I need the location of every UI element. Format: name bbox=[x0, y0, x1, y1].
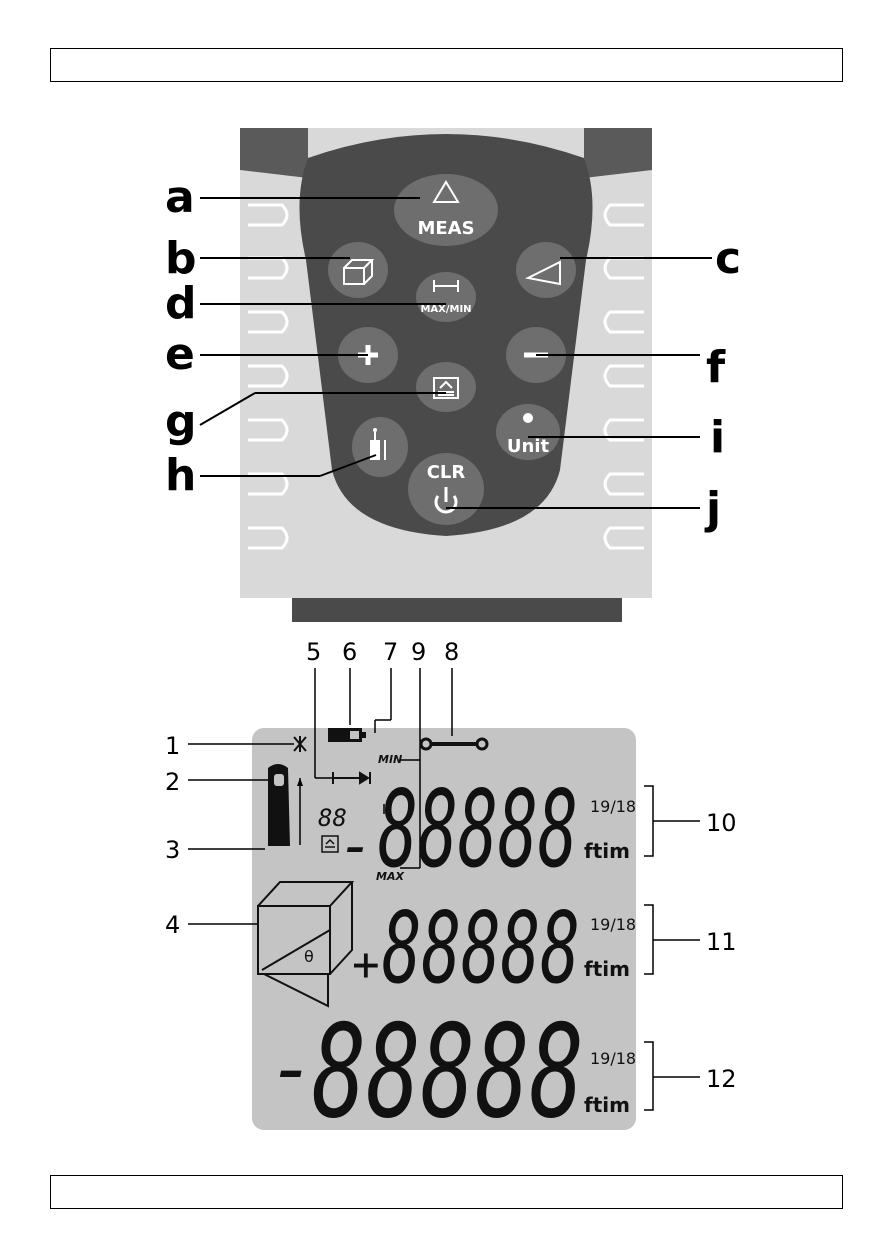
callout-12: 12 bbox=[706, 1065, 737, 1093]
callout-d: d bbox=[165, 278, 197, 329]
battery-icon bbox=[328, 728, 366, 742]
callout-5: 5 bbox=[306, 638, 321, 666]
row2-digits: 88888 bbox=[382, 892, 580, 1006]
callout-2: 2 bbox=[165, 768, 180, 796]
maxmin-label: MAX/MIN bbox=[420, 304, 471, 315]
callout-a: a bbox=[165, 172, 195, 223]
row1-sign: - bbox=[338, 811, 374, 881]
memory-button[interactable] bbox=[416, 362, 476, 412]
row3-digits: 88888 bbox=[312, 998, 584, 1147]
callout-g: g bbox=[165, 396, 197, 447]
row2-sign: + bbox=[352, 937, 380, 991]
theta-label: θ bbox=[304, 947, 314, 966]
callout-i: i bbox=[710, 412, 725, 463]
row1-fraction: 19/18 bbox=[590, 797, 636, 816]
callout-f: f bbox=[706, 342, 726, 393]
device-keypad: MEAS MAX/MIN bbox=[165, 128, 741, 622]
row2-fraction: 19/18 bbox=[590, 915, 636, 934]
reference-device-icon bbox=[268, 764, 290, 846]
top-right-dark bbox=[584, 128, 652, 178]
row3-sign: - bbox=[268, 1022, 316, 1115]
row2-unit: ftim bbox=[584, 957, 630, 981]
callout-c: c bbox=[715, 233, 741, 284]
callout-e: e bbox=[165, 329, 195, 380]
top-left-dark bbox=[240, 128, 308, 178]
min-label: MIN bbox=[378, 753, 402, 766]
callout-3: 3 bbox=[165, 836, 180, 864]
row3-fraction: 19/18 bbox=[590, 1049, 636, 1068]
meas-label: MEAS bbox=[417, 218, 474, 239]
bottom-band bbox=[292, 598, 622, 622]
volume-area-button[interactable] bbox=[328, 242, 388, 298]
row1-unit: ftim bbox=[584, 839, 630, 863]
callout-10: 10 bbox=[706, 809, 737, 837]
backlight-icon bbox=[523, 413, 533, 423]
callout-j: j bbox=[704, 483, 721, 534]
callout-b: b bbox=[165, 233, 197, 284]
callout-4: 4 bbox=[165, 911, 180, 939]
callout-9: 9 bbox=[411, 638, 426, 666]
callout-11: 11 bbox=[706, 928, 737, 956]
callout-1: 1 bbox=[165, 732, 180, 760]
callout-7: 7 bbox=[383, 638, 398, 666]
callout-h: h bbox=[165, 450, 196, 501]
row3-unit: ftim bbox=[584, 1093, 630, 1117]
callout-8: 8 bbox=[444, 638, 459, 666]
lcd-diagram: 5 6 7 9 8 bbox=[165, 638, 737, 1147]
clr-label: CLR bbox=[427, 462, 466, 483]
unit-label: Unit bbox=[507, 436, 550, 457]
row1-digits: 88888 bbox=[378, 768, 578, 891]
callout-6: 6 bbox=[342, 638, 357, 666]
